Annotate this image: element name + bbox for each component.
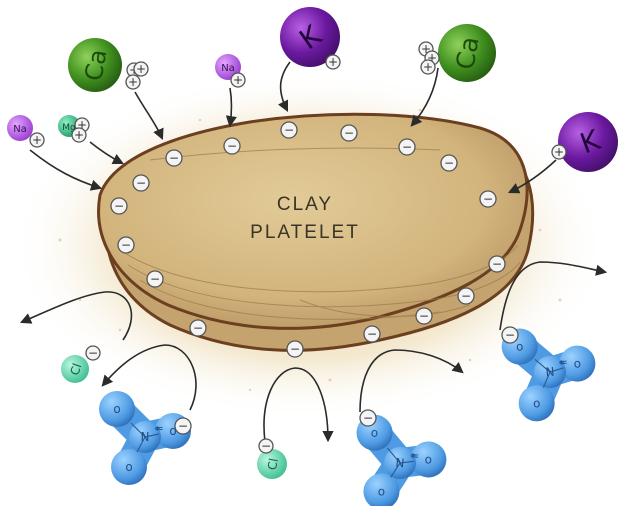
negative-charge-icon: − — [147, 271, 163, 287]
charge-sign: − — [150, 272, 160, 286]
charge-sign: − — [227, 139, 237, 153]
charge-sign: − — [88, 346, 98, 360]
calcium-symbol: Ca — [450, 34, 484, 71]
nitrogen-label: N — [141, 430, 150, 444]
oxygen-label: o — [377, 484, 386, 499]
charge-sign: + — [74, 128, 84, 142]
double-bond-mark: = — [410, 449, 420, 463]
charge-sign: − — [444, 156, 454, 170]
positive-charge-icon: + — [30, 133, 44, 147]
negative-charge-icon: − — [341, 125, 357, 141]
chloride-ion-bottom: Cl − — [257, 439, 287, 479]
charge-sign: + — [233, 73, 243, 87]
charge-sign: − — [121, 238, 131, 252]
oxygen-label: o — [113, 402, 120, 416]
charge-sign: + — [423, 60, 433, 74]
charge-sign: − — [290, 342, 300, 356]
oxygen-label: o — [424, 452, 433, 467]
magnesium-ion: Mg + + — [58, 115, 89, 142]
charge-sign: − — [402, 140, 412, 154]
negative-charge-icon: − — [489, 256, 505, 272]
negative-charge-icon: − — [364, 326, 380, 342]
charge-sign: − — [461, 289, 471, 303]
charge-sign: − — [505, 328, 515, 342]
negative-charge-icon: − — [118, 237, 134, 253]
charge-sign: − — [363, 411, 373, 425]
negative-charge-icon: − — [502, 327, 518, 343]
oxygen-label: o — [532, 396, 541, 411]
charge-sign: − — [492, 257, 502, 271]
chloride-symbol: Cl — [265, 457, 281, 471]
charge-sign: − — [284, 123, 294, 137]
nitrogen-label: N — [395, 456, 405, 471]
oxygen-label: o — [573, 356, 582, 371]
negative-charge-icon: − — [86, 346, 100, 360]
negative-charge-icon: − — [224, 138, 240, 154]
negative-charge-icon: − — [287, 341, 303, 357]
clay-label-line1: CLAY — [277, 194, 333, 215]
charge-sign: + — [128, 75, 138, 89]
positive-charge-icon: + — [326, 55, 340, 69]
positive-charge-icon: + — [72, 128, 86, 142]
negative-charge-icon: − — [175, 418, 191, 434]
calcium-ion-left: Ca + + + — [68, 38, 148, 92]
clay-label-line2: PLATELET — [250, 222, 360, 243]
positive-charge-icon: + — [134, 62, 148, 76]
negative-charge-icon: − — [259, 439, 273, 453]
charge-sign: − — [114, 199, 124, 213]
positive-charge-icon: + — [552, 145, 566, 159]
charge-sign: − — [344, 126, 354, 140]
oxygen-label: o — [125, 460, 132, 474]
charge-sign: + — [328, 55, 338, 69]
positive-charge-icon: + — [231, 73, 245, 87]
negative-charge-icon: − — [441, 155, 457, 171]
positive-charge-icon: + — [126, 75, 140, 89]
negative-charge-icon: − — [458, 288, 474, 304]
negative-charge-icon: − — [281, 122, 297, 138]
oxygen-label: o — [370, 425, 379, 440]
negative-charge-icon: − — [399, 139, 415, 155]
double-bond-mark: = — [154, 422, 163, 435]
negative-charge-icon: − — [416, 308, 432, 324]
charge-sign: − — [178, 419, 188, 433]
calcium-symbol: Ca — [79, 47, 112, 83]
negative-charge-icon: − — [360, 410, 376, 426]
charge-sign: − — [193, 321, 203, 335]
charge-sign: − — [136, 176, 146, 190]
charge-sign: − — [367, 327, 377, 341]
potassium-ion-top: K + — [280, 7, 340, 69]
negative-charge-icon: − — [190, 320, 206, 336]
sodium-ion-left: Na + — [7, 115, 44, 147]
charge-sign: + — [136, 62, 146, 76]
positive-charge-icon: + — [421, 60, 435, 74]
negative-charge-icon: − — [111, 198, 127, 214]
charge-sign: − — [419, 309, 429, 323]
double-bond-mark: = — [558, 355, 568, 369]
charge-sign: − — [261, 439, 271, 453]
sodium-symbol: Na — [13, 124, 27, 135]
charge-sign: − — [483, 192, 493, 206]
negative-charge-icon: − — [133, 175, 149, 191]
charge-sign: + — [554, 145, 564, 159]
nitrogen-label: N — [545, 365, 555, 380]
charge-sign: − — [169, 151, 179, 165]
charge-sign: + — [32, 133, 42, 147]
negative-charge-icon: − — [480, 191, 496, 207]
nitrate-molecule: oooN+= — [99, 391, 191, 485]
calcium-ion-right: Ca + + + — [419, 24, 496, 82]
oxygen-label: o — [515, 339, 524, 354]
negative-charge-icon: − — [166, 150, 182, 166]
